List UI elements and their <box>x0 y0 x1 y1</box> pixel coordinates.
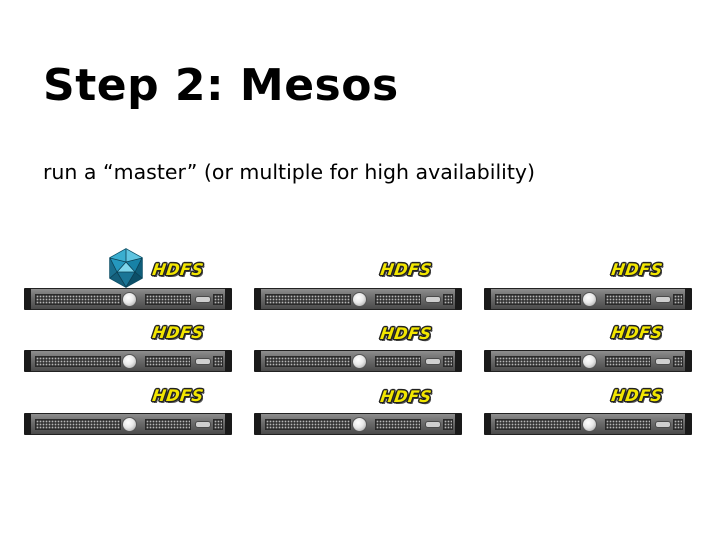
hdfs-label: HDFS <box>146 322 209 344</box>
server-unit <box>24 413 232 435</box>
hdfs-label: HDFS <box>374 259 437 281</box>
server-unit <box>24 288 232 310</box>
server-unit <box>254 350 462 372</box>
server-unit <box>484 413 692 435</box>
hdfs-label: HDFS <box>605 259 668 281</box>
hdfs-label: HDFS <box>605 385 668 407</box>
mesos-logo-icon <box>108 248 144 288</box>
server-unit <box>484 288 692 310</box>
server-unit <box>254 413 462 435</box>
server-unit <box>24 350 232 372</box>
hdfs-label: HDFS <box>146 259 209 281</box>
hdfs-label: HDFS <box>374 386 437 408</box>
server-unit <box>484 350 692 372</box>
hdfs-label: HDFS <box>146 385 209 407</box>
server-unit <box>254 288 462 310</box>
hdfs-label: HDFS <box>374 323 437 345</box>
hdfs-label: HDFS <box>605 322 668 344</box>
